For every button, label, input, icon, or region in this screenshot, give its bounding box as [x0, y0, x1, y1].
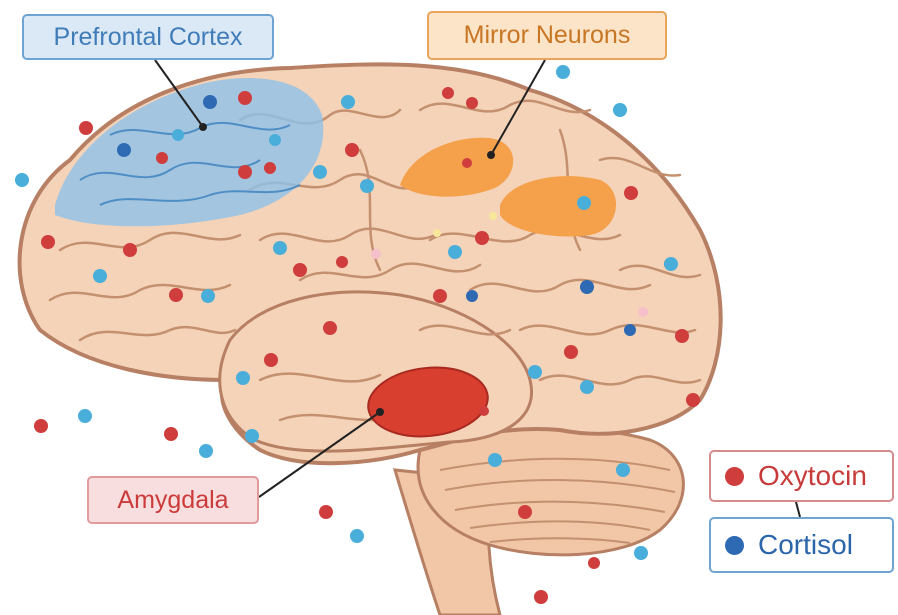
cortisol-dot-icon	[725, 536, 744, 555]
legend-oxytocin-text: Oxytocin	[758, 460, 867, 492]
prefrontal-cortex-label-text: Prefrontal Cortex	[54, 23, 243, 52]
amygdala-label: Amygdala	[87, 476, 259, 524]
oxytocin-dot-icon	[725, 467, 744, 486]
legend-cortisol-text: Cortisol	[758, 529, 853, 561]
mirror-neurons-label-text: Mirror Neurons	[464, 21, 631, 50]
legend-oxytocin: Oxytocin	[709, 450, 894, 502]
amygdala-label-text: Amygdala	[117, 486, 228, 515]
mirror-neurons-label: Mirror Neurons	[427, 11, 667, 60]
legend-cortisol: Cortisol	[709, 517, 894, 573]
prefrontal-cortex-label: Prefrontal Cortex	[22, 14, 274, 60]
